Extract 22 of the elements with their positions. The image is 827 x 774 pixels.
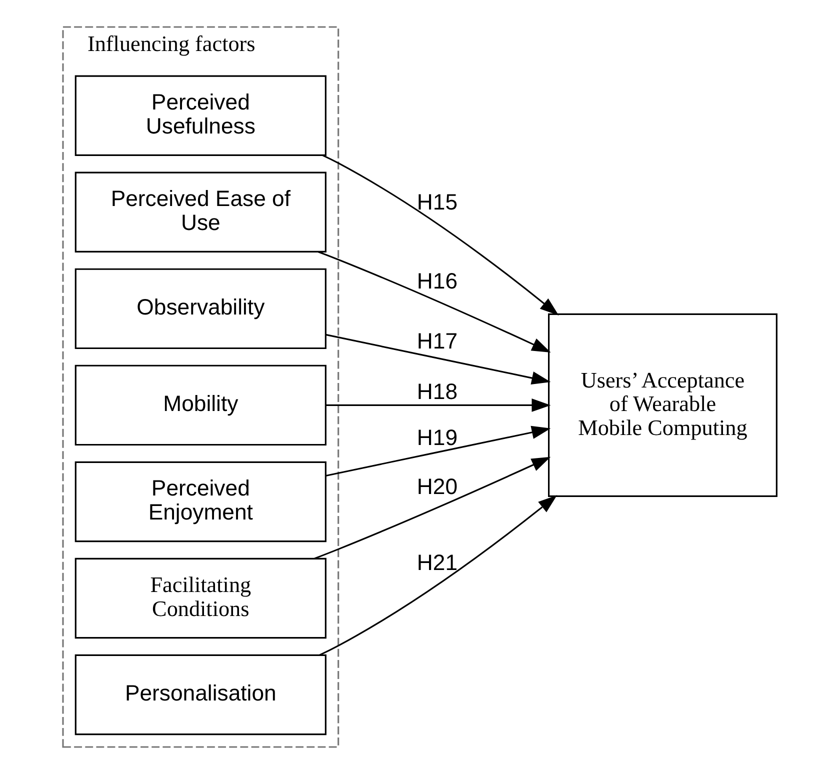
arrow [314, 456, 551, 560]
node-box: Perceived Usefulness [74, 75, 326, 156]
node-box: Perceived Ease of Use [74, 172, 326, 252]
arrow [326, 334, 551, 385]
node-box: Perceived Enjoyment [74, 461, 326, 542]
edge-label: H20 [416, 474, 458, 500]
edge-label: H18 [416, 379, 458, 404]
edge-label: H19 [416, 425, 458, 450]
arrow [322, 154, 559, 316]
node-box: Personalisation [74, 654, 326, 736]
arrow [326, 398, 551, 412]
edge-label: H16 [416, 268, 458, 294]
node-box: Users’ Acceptance of Wearable Mobile Computing [548, 313, 778, 497]
arrow [319, 495, 558, 656]
node-box: Facilitating Conditions [74, 558, 326, 639]
arrow [326, 426, 551, 476]
edge-label: H21 [416, 550, 458, 576]
edge-label: H15 [416, 189, 458, 214]
arrow [318, 251, 551, 353]
edge-label: H17 [416, 328, 458, 354]
node-box: Observability [74, 268, 326, 350]
node-box: Mobility [74, 364, 326, 446]
